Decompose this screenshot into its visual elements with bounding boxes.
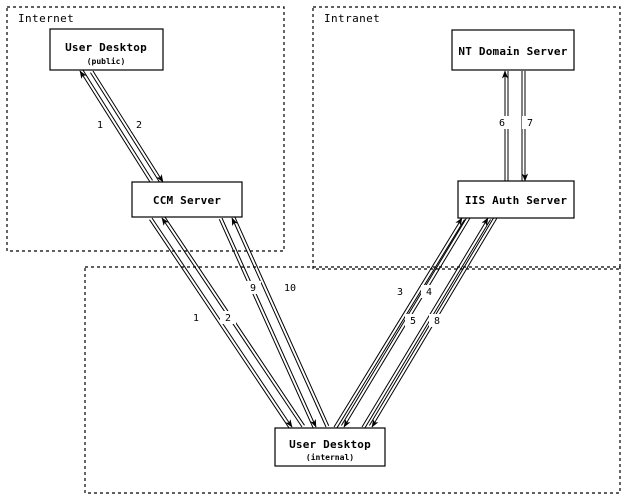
flow-edge-step-9-ccm-to-internal-desktop [218, 217, 317, 429]
zone-label-intranet: Intranet [324, 12, 380, 25]
flow-step-label-step-5-iis-to-internal-desktop: 5 [410, 316, 416, 327]
flow-label-backdrop-step-4-internal-desktop-to-iis [421, 285, 437, 298]
flow-edge-step-1-ccm-to-public-desktop [79, 69, 153, 183]
flow-line-parallel-step-3-iis-to-internal-desktop [341, 216, 468, 426]
node-title-iis-auth-server: IIS Auth Server [465, 194, 568, 207]
system-nodes-layer: User Desktop (public) CCM Server NT Domain … [49, 28, 575, 467]
node-iis-auth-server: IIS Auth Server [457, 180, 575, 219]
node-title-nt-domain-server: NT Domain Server [458, 45, 567, 58]
node-ccm-server: CCM Server [131, 181, 243, 218]
flow-edge-step-8-internal-desktop-to-iis [361, 217, 491, 429]
flow-step-label-step-2-internal-desktop-to-ccm: 2 [225, 313, 231, 324]
node-box-user-desktop-public [49, 28, 164, 71]
node-box-iis-auth-server [457, 180, 575, 219]
zone-internal-network [84, 266, 621, 494]
flow-step-label-step-2-public-desktop-to-ccm: 2 [136, 120, 142, 131]
flow-step-label-step-8-internal-desktop-to-iis: 8 [434, 316, 440, 327]
zone-label-internet: Internet [18, 12, 74, 25]
flow-step-label-step-1-internal-ccm-to-desktop: 1 [193, 313, 199, 324]
flow-step-labels-layer: 1 2 6 7 1 2 9 10 3 4 5 8 [92, 116, 538, 327]
flow-label-backdrop-step-8-internal-desktop-to-iis [429, 314, 445, 327]
flow-line-primary-step-2-public-desktop-to-ccm [92, 70, 164, 183]
flow-edge-step-10-internal-desktop-to-ccm [231, 216, 330, 428]
flow-label-backdrop-step-2-internal-desktop-to-ccm [220, 311, 236, 324]
flow-step-label-step-9-ccm-to-internal-desktop: 9 [250, 283, 256, 294]
flow-step-label-step-10-internal-desktop-to-ccm: 10 [284, 283, 296, 294]
flow-line-parallel-step-1-internal-ccm-to-desktop [149, 219, 290, 429]
flow-edge-step-2-public-desktop-to-ccm [90, 70, 164, 184]
flow-label-backdrop-step-5-iis-to-internal-desktop [405, 314, 421, 327]
flow-step-label-step-6-iis-to-nt-domain: 6 [499, 118, 505, 129]
node-title-ccm-server: CCM Server [153, 194, 221, 207]
node-subtitle-user-desktop-internal: (internal) [306, 452, 354, 462]
node-box-nt-domain-server [451, 29, 575, 71]
flow-step-label-step-3-iis-to-internal-desktop: 3 [397, 287, 403, 298]
flow-label-backdrop-step-3-iis-to-internal-desktop [392, 285, 408, 298]
flow-line-parallel-step-4-internal-desktop-to-iis [336, 219, 465, 429]
node-box-ccm-server [131, 181, 243, 218]
flow-line-primary-step-4-internal-desktop-to-iis [333, 217, 463, 428]
node-title-user-desktop-internal: User Desktop [289, 438, 371, 451]
flow-label-backdrop-step-1-ccm-to-public-desktop [92, 118, 108, 131]
flow-line-parallel-step-8-internal-desktop-to-iis [364, 219, 491, 429]
flow-line-parallel-step-9-ccm-to-internal-desktop [218, 219, 314, 429]
flow-line-parallel-step-1-ccm-to-public-desktop [82, 69, 153, 181]
node-user-desktop-public: User Desktop (public) [49, 28, 164, 71]
flow-label-backdrop-step-7-nt-domain-to-iis [522, 116, 538, 129]
zone-boundary-internet [6, 6, 285, 252]
flow-line-parallel-step-2-public-desktop-to-ccm [90, 72, 161, 184]
flow-label-backdrop-step-9-ccm-to-internal-desktop [245, 281, 261, 294]
flow-label-backdrop-step-10-internal-desktop-to-ccm [282, 281, 298, 294]
flow-label-backdrop-step-6-iis-to-nt-domain [494, 116, 510, 129]
flow-label-backdrop-step-2-public-desktop-to-ccm [131, 118, 147, 131]
node-title-user-desktop-public: User Desktop [65, 41, 147, 54]
flow-label-backdrop-step-1-internal-ccm-to-desktop [188, 311, 204, 324]
node-box-user-desktop-internal [274, 427, 386, 467]
flow-line-primary-step-9-ccm-to-internal-desktop [221, 217, 317, 428]
zone-boundary-internal-network [84, 266, 621, 494]
flow-step-label-step-1-ccm-to-public-desktop: 1 [97, 120, 103, 131]
node-subtitle-user-desktop-public: (public) [87, 56, 126, 66]
node-nt-domain-server: NT Domain Server [451, 29, 575, 71]
flow-line-parallel-step-10-internal-desktop-to-ccm [234, 216, 330, 426]
flow-line-primary-step-8-internal-desktop-to-iis [361, 217, 489, 428]
node-user-desktop-internal: User Desktop(internal) [274, 427, 386, 467]
flow-line-primary-step-10-internal-desktop-to-ccm [231, 217, 327, 428]
flow-step-label-step-4-internal-desktop-to-iis: 4 [426, 287, 432, 298]
zone-internet: Internet [6, 6, 285, 252]
flow-edge-step-4-internal-desktop-to-iis [333, 217, 465, 429]
flow-line-primary-step-1-ccm-to-public-desktop [79, 70, 151, 183]
flow-step-label-step-7-nt-domain-to-iis: 7 [527, 118, 533, 129]
